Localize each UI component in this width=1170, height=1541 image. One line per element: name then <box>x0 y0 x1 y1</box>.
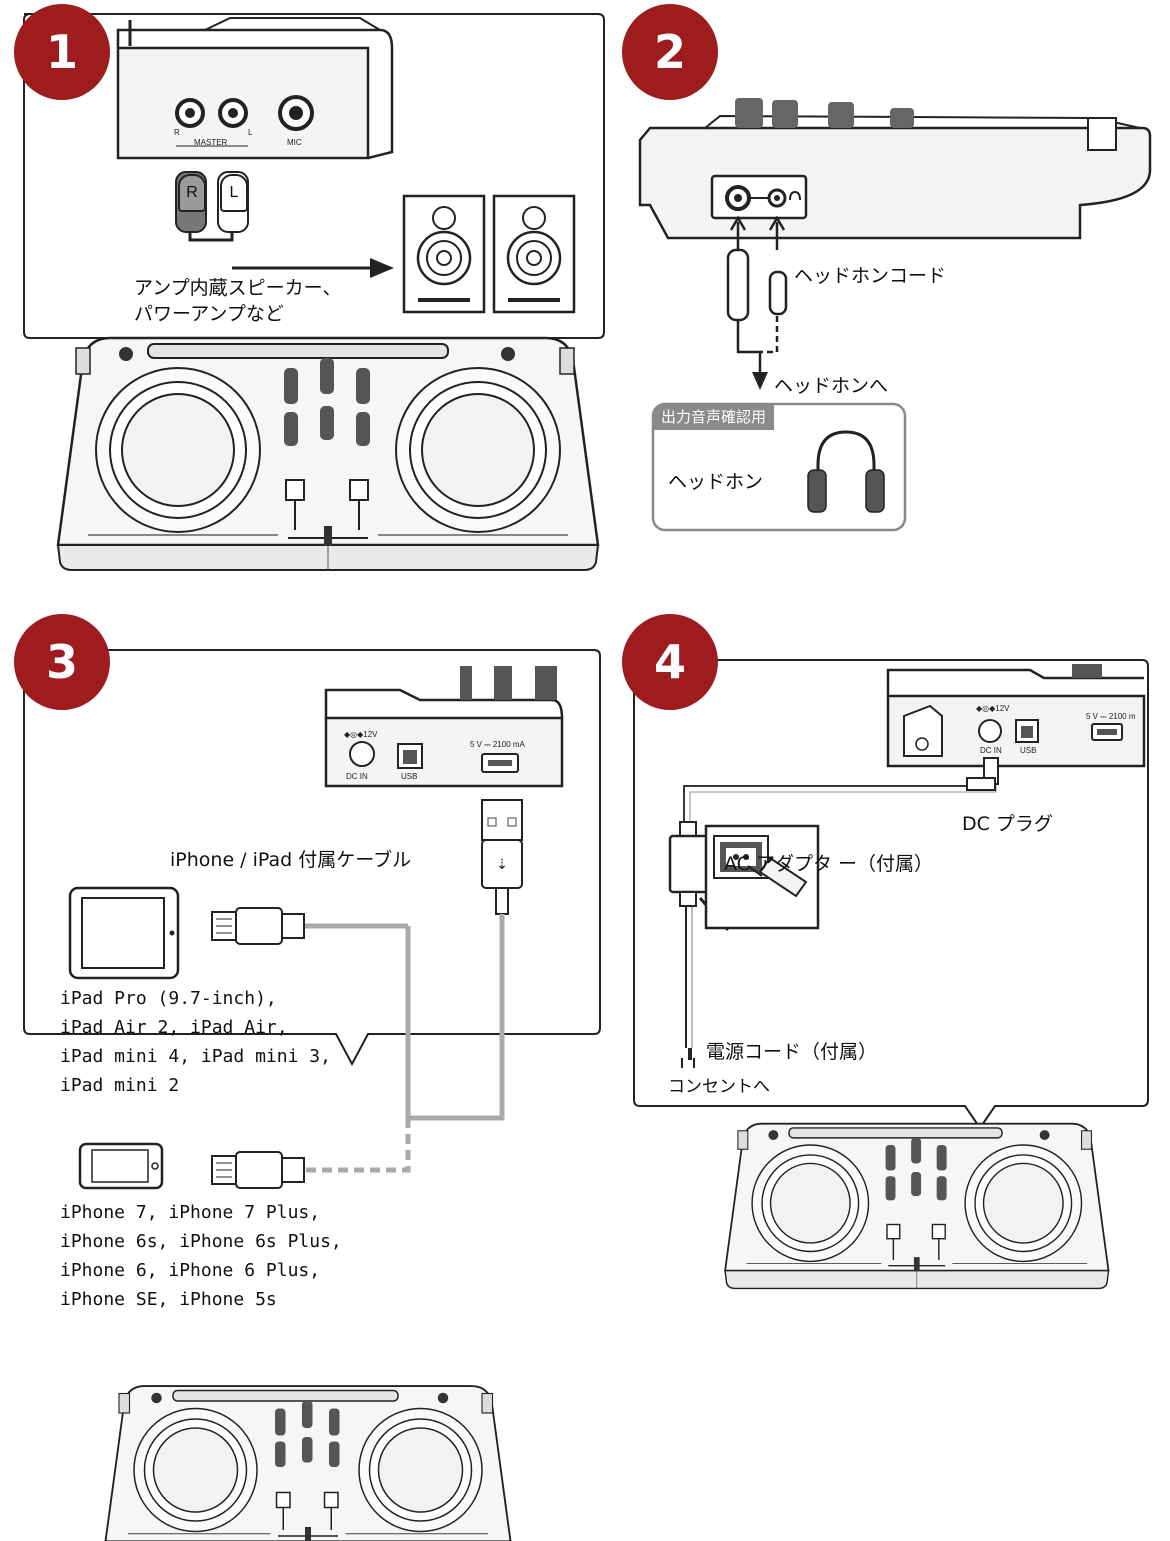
iphone-model: iPhone SE, iPhone 5s <box>60 1289 277 1310</box>
iphone-model: iPhone 6s, iPhone 6s Plus, <box>60 1231 342 1252</box>
to-headphones-label: ヘッドホンへ <box>774 375 889 397</box>
headphones-label: ヘッドホン <box>668 471 764 493</box>
voltage-label: 5 V ⎓ 2100 mA <box>470 740 525 749</box>
headphone-cord-label: ヘッドホンコード <box>794 265 947 287</box>
step-badge-4: 4 <box>622 614 718 710</box>
cable-label: iPhone / iPad 付属ケーブル <box>170 849 412 871</box>
amp-speaker-label-line1: アンプ内蔵スピーカー、 <box>134 277 342 299</box>
jack-master-label: MASTER <box>194 138 228 147</box>
rca-plug-r: R <box>178 174 206 212</box>
ipad-model: iPad mini 2 <box>60 1075 180 1096</box>
step-badge-2: 2 <box>622 4 718 100</box>
voltage-label-4: 5 V ⎓ 2100 m <box>1086 712 1136 721</box>
iphone-models: iPhone 7, iPhone 7 Plus, iPhone 6s, iPho… <box>60 1198 342 1314</box>
monitor-tag: 出力音声確認用 <box>653 404 775 430</box>
jack-l-label: L <box>248 128 253 137</box>
usb-label-4: USB <box>1020 746 1037 755</box>
ipad-model: iPad Air 2, iPad Air, <box>60 1017 288 1038</box>
svg-text:⇣: ⇣ <box>496 857 508 873</box>
step-badge-1: 1 <box>14 4 110 100</box>
dc-plug-label: DC プラグ <box>962 813 1053 835</box>
ipad-model: iPad Pro (9.7-inch), <box>60 988 277 1009</box>
iphone-model: iPhone 6, iPhone 6 Plus, <box>60 1260 321 1281</box>
dc12-label-4: ◆◎◆12V <box>976 704 1010 713</box>
usb-label: USB <box>401 772 418 781</box>
iphone-model: iPhone 7, iPhone 7 Plus, <box>60 1202 321 1223</box>
rca-plug-l: L <box>220 174 248 212</box>
ipad-models: iPad Pro (9.7-inch), iPad Air 2, iPad Ai… <box>60 984 331 1100</box>
to-outlet-label: コンセントへ <box>668 1077 770 1097</box>
dc-in-label: DC IN <box>346 772 368 781</box>
step-badge-3: 3 <box>14 614 110 710</box>
amp-speaker-label-line2: パワーアンプなど <box>134 303 284 325</box>
jack-r-label: R <box>174 128 180 137</box>
ipad-model: iPad mini 4, iPad mini 3, <box>60 1046 331 1067</box>
dc-in-label-4: DC IN <box>980 746 1002 755</box>
power-cord-label: 電源コード（付属） <box>706 1041 878 1063</box>
dc12-label: ◆◎◆12V <box>344 730 378 739</box>
jack-mic-label: MIC <box>287 138 302 147</box>
ac-adapter-label: AC アダプタ ー（付属） <box>724 853 934 875</box>
